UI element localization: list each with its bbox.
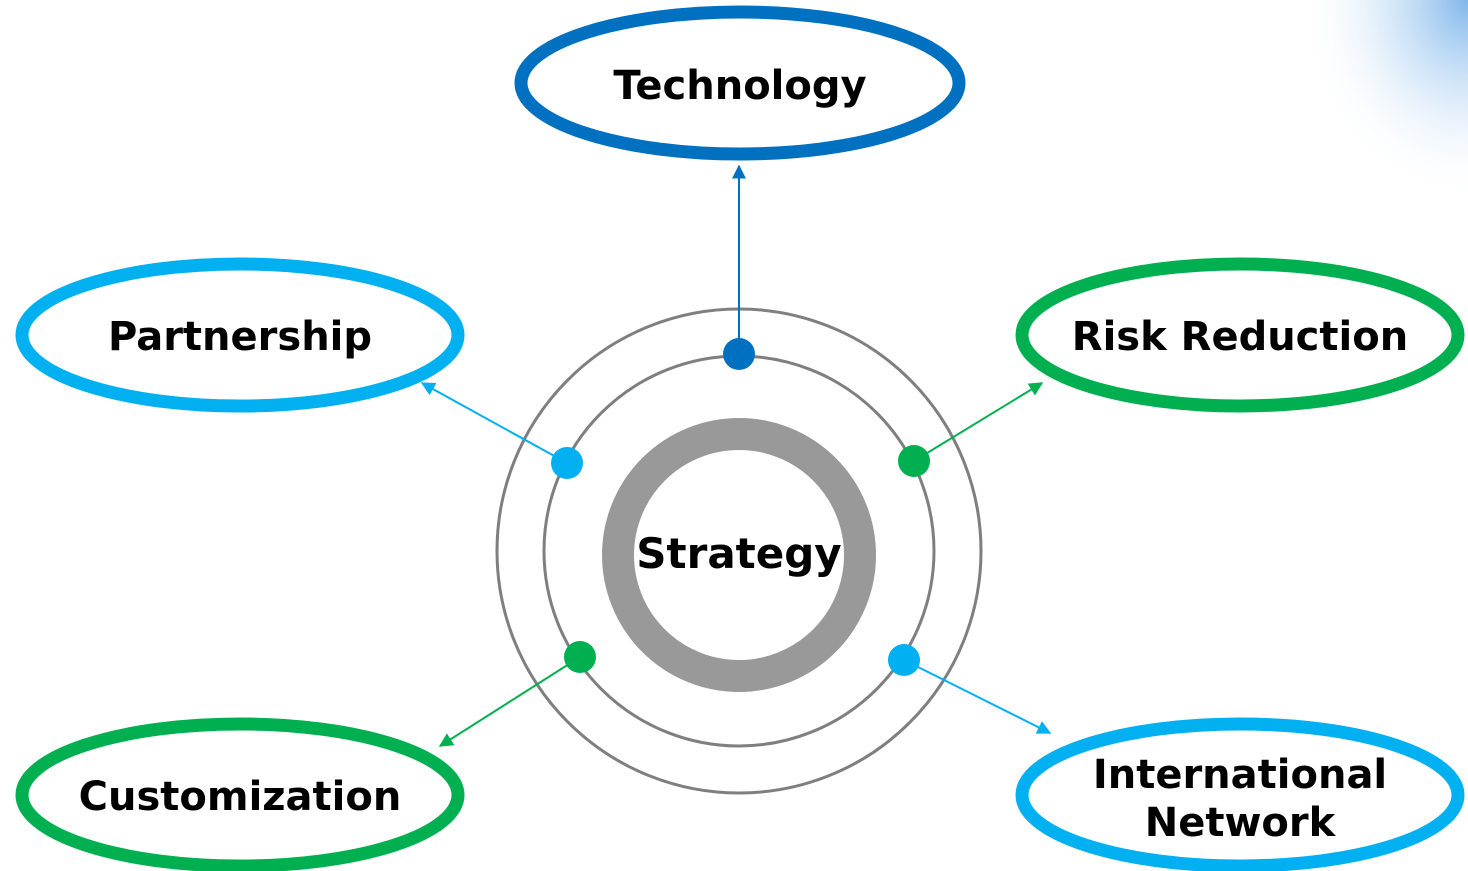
node-international-network: International Network: [1015, 717, 1465, 871]
node-partnership: Partnership: [15, 257, 465, 413]
arrow-risk-reduction: [913, 382, 1044, 462]
dot-partnership: [551, 447, 583, 479]
strategy-core-ring: [602, 418, 876, 692]
ellipse-partnership: [15, 257, 465, 413]
ellipse-international-network: [1015, 717, 1465, 871]
ellipse-technology: [514, 5, 966, 161]
node-technology: Technology: [514, 5, 966, 161]
ellipse-customization: [15, 717, 465, 871]
label-network: Network: [1145, 800, 1337, 846]
node-customization: Customization: [15, 717, 465, 871]
label-international: International: [1093, 752, 1387, 798]
label-customization: Customization: [79, 774, 402, 820]
label-technology: Technology: [613, 63, 866, 109]
dot-technology: [723, 338, 755, 370]
strategy-label: Strategy: [636, 529, 841, 578]
arrow-customization: [438, 656, 581, 747]
dot-international-network: [888, 644, 920, 676]
label-risk-reduction: Risk Reduction: [1072, 314, 1408, 360]
background-glow: [1300, 0, 1468, 200]
node-risk-reduction: Risk Reduction: [1015, 257, 1465, 413]
dot-customization: [564, 641, 596, 673]
arrow-partnership: [420, 382, 568, 464]
ellipse-risk-reduction: [1015, 257, 1465, 413]
dot-risk-reduction: [898, 445, 930, 477]
label-partnership: Partnership: [108, 314, 372, 360]
arrow-international-network: [903, 659, 1052, 734]
